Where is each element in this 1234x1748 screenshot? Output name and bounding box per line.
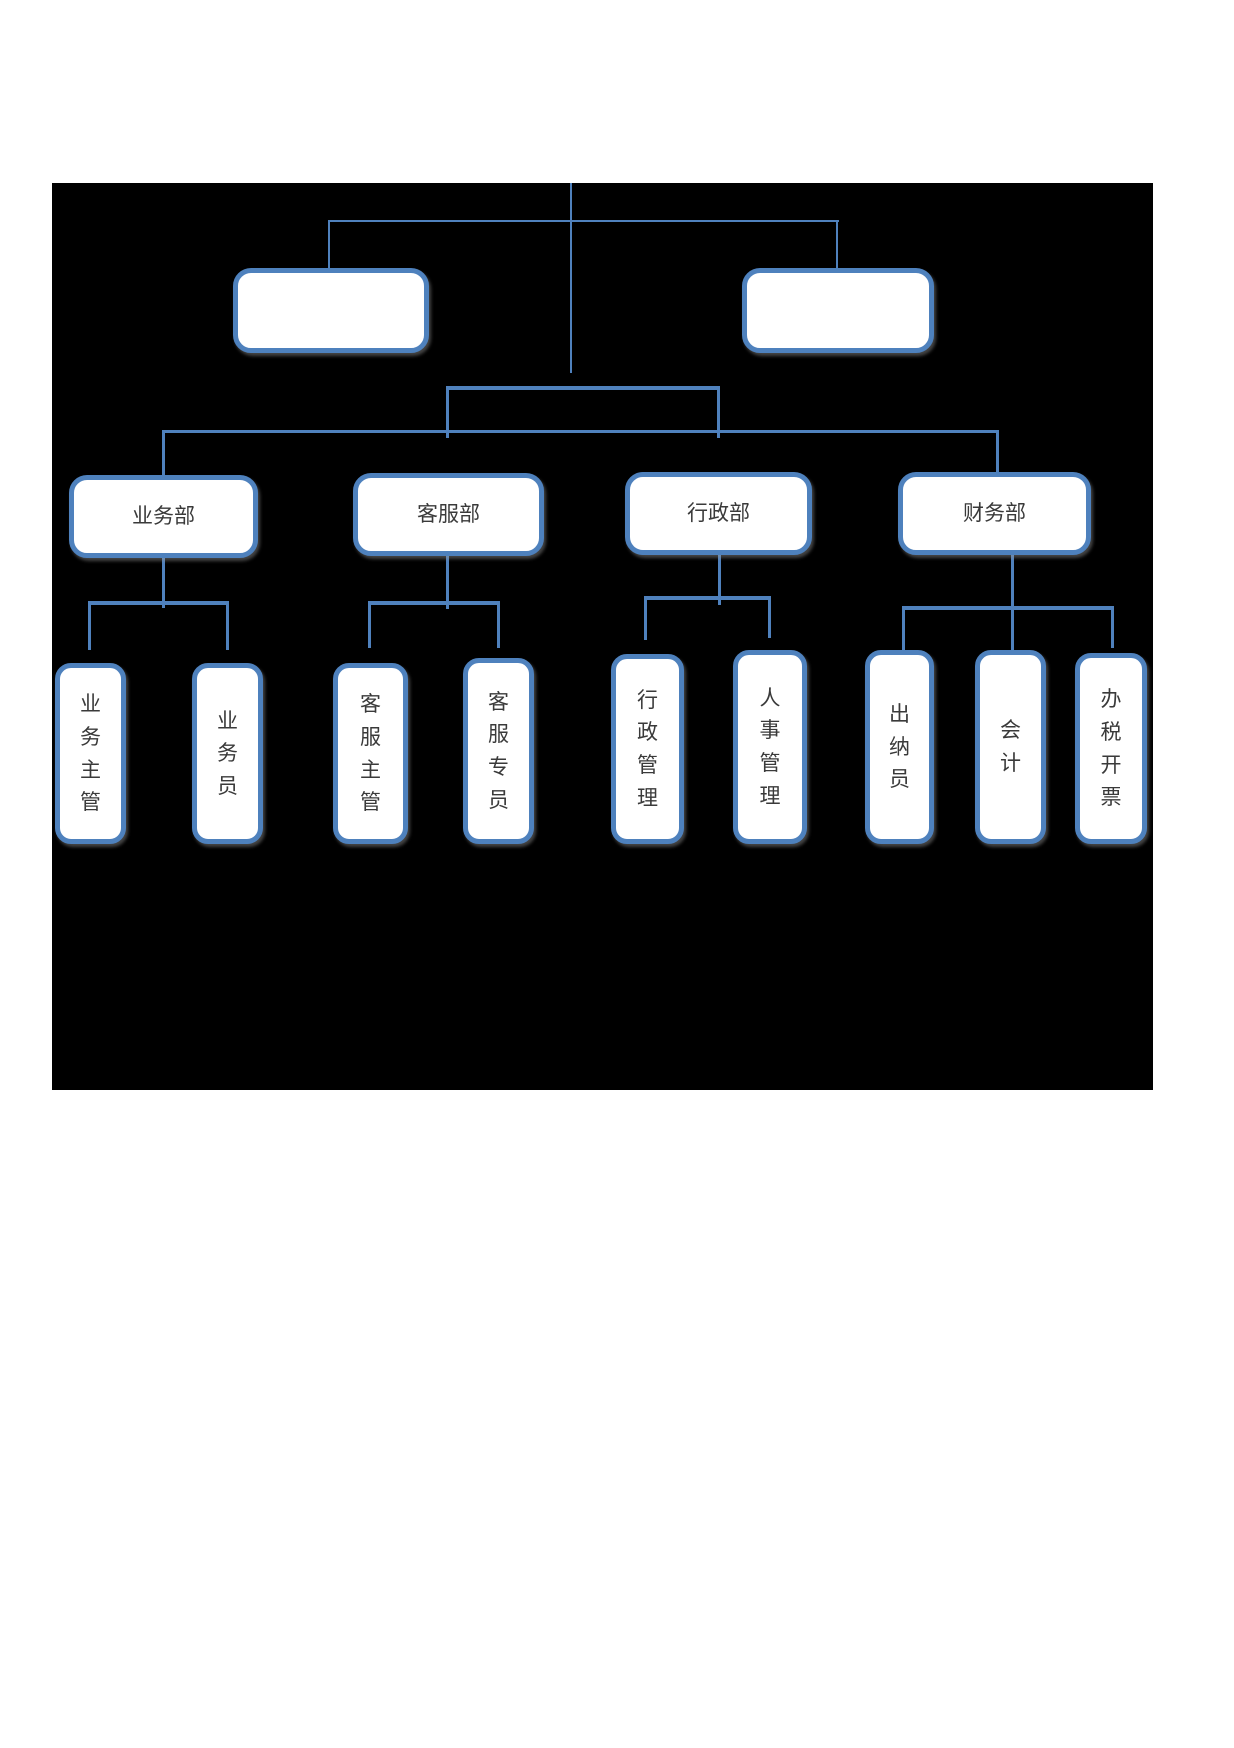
cs-supervisor-box: 客服主管 xyxy=(333,663,408,844)
cs-specialist-box: 客服专员 xyxy=(463,658,534,844)
connector-line xyxy=(1011,555,1014,650)
accountant-box: 会计 xyxy=(975,650,1046,844)
connector-line xyxy=(570,183,572,373)
node-label: 行政部 xyxy=(687,500,750,525)
node-label: 行政管理 xyxy=(636,687,658,810)
connector-line xyxy=(996,430,999,472)
admin-dept-box: 行政部 xyxy=(625,472,812,555)
node-label: 客服部 xyxy=(417,501,480,526)
node-label: 财务部 xyxy=(963,500,1026,525)
business-supervisor-box: 业务主管 xyxy=(55,663,126,844)
node-label: 出纳员 xyxy=(888,702,910,792)
connector-line xyxy=(768,596,771,638)
connector-line xyxy=(368,601,371,648)
connector-line xyxy=(717,386,720,438)
connector-line xyxy=(88,601,91,650)
connector-line xyxy=(497,601,500,648)
connector-line xyxy=(163,430,999,433)
connector-line xyxy=(446,386,720,390)
connector-line xyxy=(446,556,449,609)
connector-line xyxy=(88,601,228,605)
node-label: 会计 xyxy=(999,718,1021,775)
finance-dept-box: 财务部 xyxy=(898,472,1091,555)
connector-line xyxy=(1111,606,1114,648)
connector-line xyxy=(226,601,229,650)
node-label: 办税开票 xyxy=(1100,687,1122,810)
placeholder-box-left xyxy=(233,268,429,353)
node-label: 人事管理 xyxy=(759,685,781,808)
connector-line xyxy=(328,220,330,268)
node-label: 业务员 xyxy=(216,708,238,798)
connector-line xyxy=(162,558,165,608)
tax-invoicing-box: 办税开票 xyxy=(1075,653,1147,844)
node-label: 客服主管 xyxy=(359,692,381,815)
node-label: 业务部 xyxy=(132,503,195,528)
connector-line xyxy=(644,596,771,600)
connector-line xyxy=(836,220,838,268)
business-dept-box: 业务部 xyxy=(69,475,258,558)
connector-line xyxy=(328,220,839,222)
connector-line xyxy=(718,555,721,605)
placeholder-box-right xyxy=(742,268,934,353)
hr-management-box: 人事管理 xyxy=(733,650,807,844)
node-label: 客服专员 xyxy=(487,689,509,812)
node-label: 业务主管 xyxy=(79,692,101,815)
salesperson-box: 业务员 xyxy=(192,663,263,844)
org-chart-canvas: 业务部 客服部 行政部 财务部 业务主管 业务员 客服主管 客服专员 行政管理 … xyxy=(52,183,1153,1090)
connector-line xyxy=(162,430,165,475)
connector-line xyxy=(446,386,449,438)
customer-service-dept-box: 客服部 xyxy=(353,473,544,556)
connector-line xyxy=(644,596,647,640)
connector-line xyxy=(368,601,500,605)
connector-line xyxy=(902,606,1114,610)
admin-management-box: 行政管理 xyxy=(611,654,684,844)
cashier-box: 出纳员 xyxy=(865,650,934,844)
connector-line xyxy=(902,606,905,650)
